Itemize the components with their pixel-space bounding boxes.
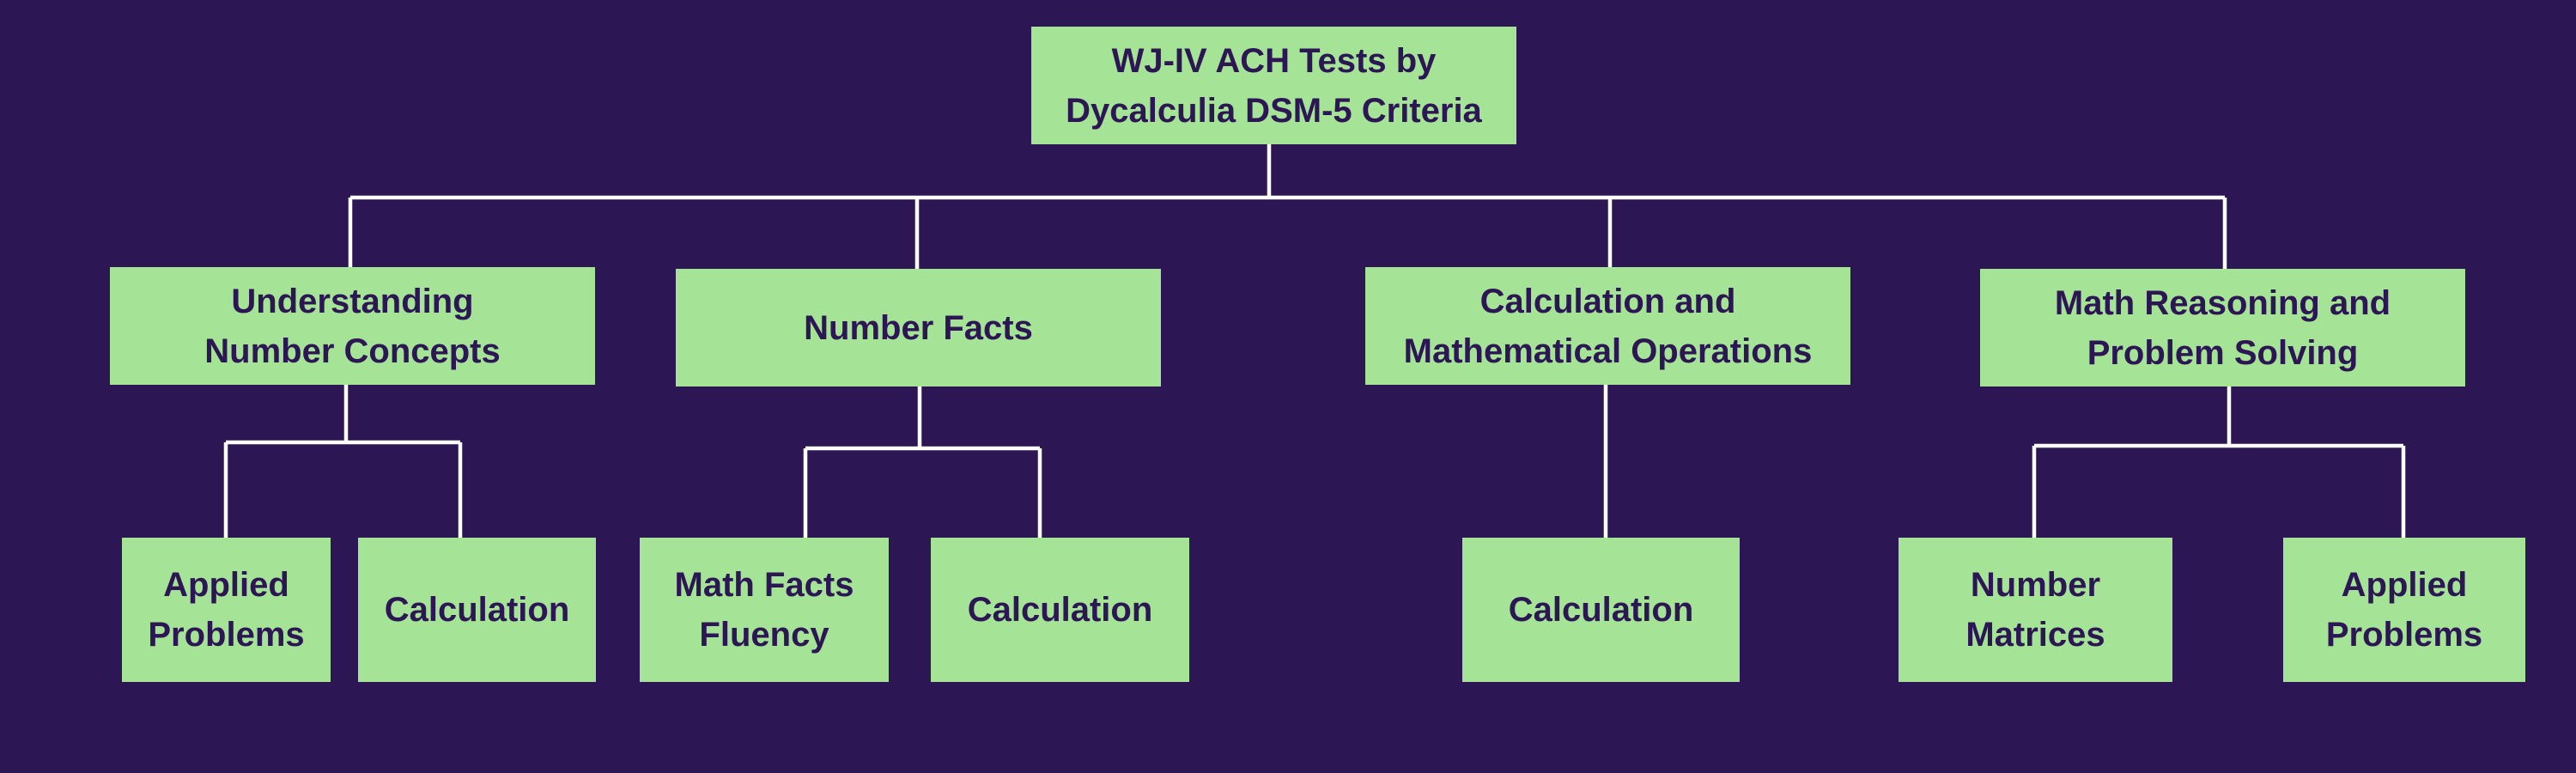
criterion-label: Understanding Number Concepts [204,282,501,370]
criterion-label: Number Facts [804,308,1033,347]
test-label: Applied Problems [2325,566,2483,654]
test-label: Calculation [384,591,570,629]
test-label: Math Facts Fluency [674,566,854,654]
test-label: Applied Problems [148,566,305,654]
test-calculation: Calculation [1462,538,1740,682]
test-calculation: Calculation [358,538,596,682]
criterion-number-facts: Number Facts [676,269,1161,386]
test-applied-problems: Applied Problems [122,538,331,682]
criterion-understanding-number-concepts: Understanding Number Concepts [110,267,595,385]
test-number-matrices: Number Matrices [1899,538,2172,682]
criterion-calculation-and-mathematical-operations: Calculation and Mathematical Operations [1365,267,1850,385]
root-label: WJ-IV ACH Tests by Dycalculia DSM-5 Crit… [1066,41,1482,130]
criterion-math-reasoning-and-problem-solving: Math Reasoning and Problem Solving [1980,269,2465,386]
test-label: Calculation [967,591,1153,629]
test-math-facts-fluency: Math Facts Fluency [640,538,889,682]
criterion-label: Calculation and Mathematical Operations [1403,282,1813,370]
test-label: Calculation [1508,591,1694,629]
root-node: WJ-IV ACH Tests by Dycalculia DSM-5 Crit… [1031,27,1516,144]
test-applied-problems: Applied Problems [2283,538,2525,682]
test-calculation: Calculation [931,538,1189,682]
criterion-label: Math Reasoning and Problem Solving [2054,283,2391,372]
test-label: Number Matrices [1965,566,2105,654]
